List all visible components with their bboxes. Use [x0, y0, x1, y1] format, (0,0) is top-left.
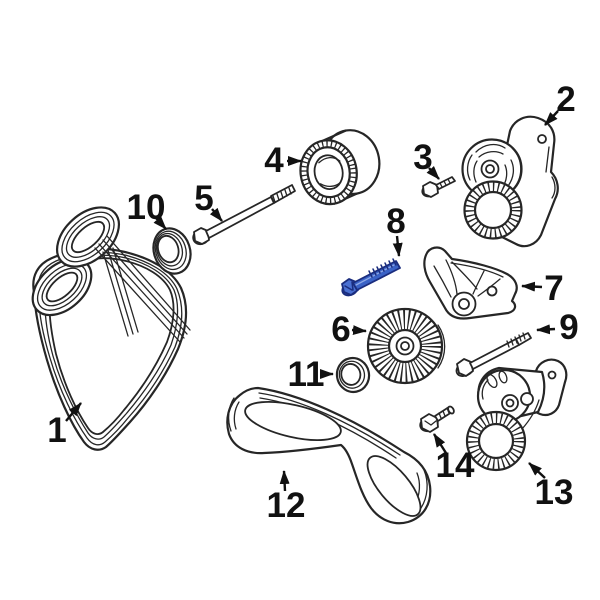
- callout-5-arrow: [209, 207, 223, 222]
- callout-10[interactable]: 10: [127, 188, 167, 230]
- callout-5[interactable]: 5: [194, 179, 223, 222]
- ring11-mid: [338, 360, 366, 389]
- callout-6-arrow: [351, 325, 367, 336]
- callout-8[interactable]: 8: [386, 202, 406, 257]
- part-2-belt-tensioner[interactable]: [461, 115, 559, 248]
- tensioner2-pulley-bore: [473, 190, 513, 230]
- bolt8-threads: [368, 258, 397, 278]
- part-6-pulley[interactable]: [366, 307, 446, 385]
- callout-2-arrow: [544, 110, 559, 126]
- callout-9-arrow: [536, 324, 556, 335]
- callout-7[interactable]: 7: [521, 269, 564, 308]
- tensioner2-pulley-ribs: [465, 182, 521, 238]
- callout-2[interactable]: 2: [544, 80, 576, 126]
- callout-11-label[interactable]: 11: [288, 355, 325, 394]
- callout-14-arrow: [432, 433, 448, 454]
- callout-1-arrow: [65, 402, 82, 422]
- tensioner2-housing-depth: [511, 147, 522, 191]
- belt12-opening-right: [366, 455, 422, 517]
- callout-6[interactable]: 6: [331, 310, 367, 349]
- callout-9[interactable]: 9: [536, 308, 579, 347]
- bolt9-shaft: [469, 338, 520, 370]
- ring10-mid1: [154, 230, 187, 271]
- part-3-bolt[interactable]: [420, 176, 456, 199]
- callout-9-label[interactable]: 9: [559, 308, 578, 347]
- tensioner13-bracket-hole: [547, 370, 557, 380]
- bolt14-tip: [447, 405, 455, 415]
- part-5-long-bolt[interactable]: [191, 184, 296, 247]
- tensioner2-bracket-hole: [537, 134, 547, 144]
- tensioner13-pulley-bore: [477, 422, 515, 460]
- part-9-long-bolt[interactable]: [454, 332, 532, 379]
- callout-7-label[interactable]: 7: [544, 269, 563, 308]
- belt12-opening-left: [244, 401, 342, 441]
- bolt14-head: [420, 413, 439, 433]
- callout-8-label[interactable]: 8: [386, 202, 405, 241]
- tensioner13-hub-bore: [505, 398, 515, 408]
- part-12-drive-belt[interactable]: [226, 386, 432, 525]
- tensioner13-pivot: [520, 392, 534, 406]
- callout-12-arrow: [279, 470, 290, 492]
- tensioner13-cutouts: [481, 370, 540, 430]
- bolt9-head: [456, 358, 474, 377]
- part-4-idler-pulley[interactable]: [294, 126, 385, 209]
- part-13-belt-tensioner[interactable]: [465, 358, 568, 472]
- bolt5-threads: [272, 187, 292, 203]
- bracket7-hole: [486, 285, 498, 297]
- callout-14-label[interactable]: 14: [436, 446, 475, 485]
- callouts: 1 2 3 4 5 6 7 8: [47, 80, 578, 525]
- pulley4-hub-detail: [318, 156, 342, 187]
- tensioner13-pulley-ribs: [468, 413, 524, 469]
- callout-10-arrow: [153, 216, 167, 230]
- part-11-ring[interactable]: [334, 355, 372, 395]
- pulley6-bore: [400, 341, 410, 351]
- pulley6-spokes: [368, 309, 442, 383]
- callout-13-label[interactable]: 13: [535, 473, 574, 512]
- callout-3-arrow: [426, 166, 440, 180]
- callout-3-label[interactable]: 3: [413, 138, 432, 177]
- part-7-bracket[interactable]: [423, 246, 518, 320]
- callout-8-arrow: [392, 235, 403, 257]
- callout-2-label[interactable]: 2: [556, 80, 575, 119]
- callout-13[interactable]: 13: [528, 462, 574, 512]
- bracket7-outline: [423, 246, 518, 320]
- bolt5-head: [193, 227, 210, 245]
- callout-1[interactable]: 1: [47, 402, 82, 450]
- callout-11[interactable]: 11: [288, 355, 334, 394]
- callout-12[interactable]: 12: [267, 470, 306, 525]
- callout-4-label[interactable]: 4: [264, 141, 284, 180]
- part-14-bolt[interactable]: [418, 405, 455, 433]
- bracket7-hub-bore: [458, 298, 470, 310]
- callout-10-label[interactable]: 10: [127, 188, 166, 227]
- callout-5-label[interactable]: 5: [194, 179, 213, 218]
- ring10-mid2: [155, 232, 184, 267]
- bolt3-threads: [439, 178, 451, 188]
- pulley6-depth-arc: [437, 324, 446, 369]
- bolt9-threads: [506, 332, 526, 348]
- part-8-bolt-highlighted[interactable]: [340, 258, 401, 298]
- callout-14[interactable]: 14: [432, 433, 475, 485]
- callout-12-label[interactable]: 12: [267, 486, 306, 525]
- tensioner2-bracket-lines: [545, 146, 556, 199]
- bolt3-head: [422, 181, 439, 198]
- part-1-serpentine-belt[interactable]: [22, 196, 191, 451]
- bolt14-head-facets: [424, 420, 437, 426]
- callout-4[interactable]: 4: [264, 141, 302, 180]
- pulley4-bore: [313, 154, 344, 190]
- callout-3[interactable]: 3: [413, 138, 440, 180]
- bracket7-top-edge: [450, 262, 504, 278]
- callout-1-label[interactable]: 1: [47, 411, 66, 450]
- ring10-inner: [156, 234, 180, 264]
- ring11-inner: [340, 363, 362, 386]
- callout-6-label[interactable]: 6: [331, 310, 350, 349]
- tensioner2-hub-bore: [485, 164, 495, 174]
- belt1-cross-runs: [94, 235, 191, 343]
- bolt5-shaft: [205, 196, 275, 239]
- callout-13-arrow: [528, 462, 546, 479]
- callout-7-arrow: [521, 281, 543, 292]
